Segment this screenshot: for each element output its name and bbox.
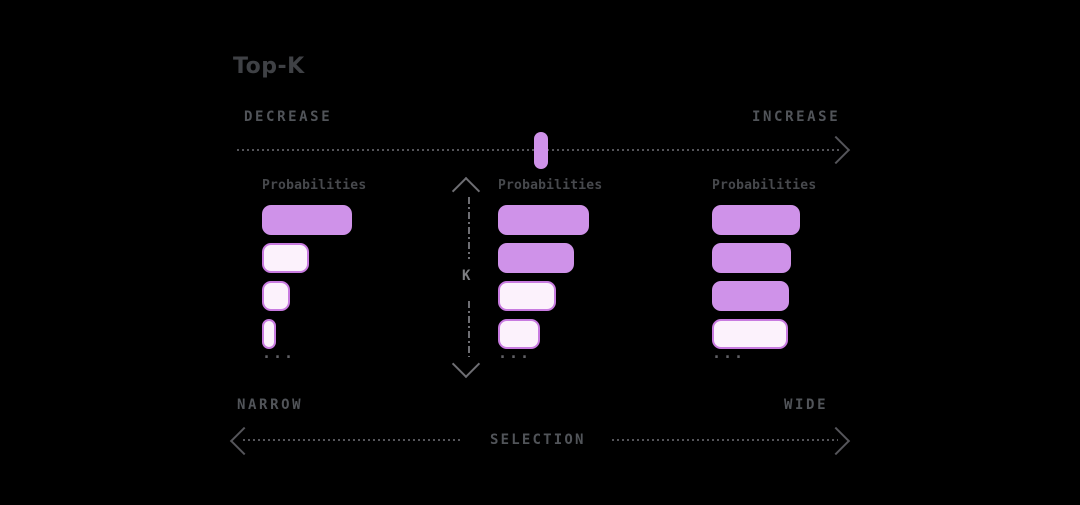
- increase-label: INCREASE: [752, 109, 841, 125]
- selection-track-right: [612, 439, 838, 441]
- probability-group-wide: Probabilities ...: [712, 178, 842, 378]
- probability-bar: [712, 243, 791, 273]
- probability-bar: [498, 205, 589, 235]
- probability-bar: [498, 281, 556, 311]
- probability-bar: [498, 319, 540, 349]
- arrow-right-icon: [821, 135, 851, 165]
- probability-bars: [498, 205, 589, 349]
- page-title: Top-K: [233, 54, 305, 79]
- probability-group-narrow: Probabilities ...: [262, 178, 392, 378]
- probability-bar: [262, 281, 290, 311]
- probability-bar: [262, 205, 352, 235]
- probabilities-label: Probabilities: [712, 178, 817, 193]
- probability-bar: [262, 243, 309, 273]
- selection-track-left: [243, 439, 463, 441]
- probability-bar: [712, 205, 800, 235]
- probabilities-label: Probabilities: [262, 178, 367, 193]
- probability-bar: [712, 281, 789, 311]
- probability-bars: [262, 205, 352, 349]
- ellipsis: ...: [712, 344, 746, 362]
- selection-label: SELECTION: [490, 432, 586, 448]
- probabilities-label: Probabilities: [498, 178, 603, 193]
- probability-bar: [712, 319, 788, 349]
- slider-handle: [534, 132, 548, 169]
- narrow-label: NARROW: [237, 397, 304, 413]
- k-range-line-top: [468, 197, 470, 259]
- arrow-up-icon: [451, 176, 481, 206]
- probability-bars: [712, 205, 800, 349]
- k-label: K: [462, 268, 471, 284]
- arrow-down-icon: [451, 349, 481, 379]
- k-range-line-bottom: [468, 301, 470, 357]
- probability-bar: [498, 243, 574, 273]
- ellipsis: ...: [498, 344, 532, 362]
- decrease-label: DECREASE: [244, 109, 333, 125]
- wide-label: WIDE: [784, 397, 829, 413]
- probability-bar: [262, 319, 276, 349]
- arrow-left-icon: [229, 426, 259, 456]
- probability-group-medium: Probabilities ...: [498, 178, 628, 378]
- arrow-right-icon: [821, 426, 851, 456]
- ellipsis: ...: [262, 344, 296, 362]
